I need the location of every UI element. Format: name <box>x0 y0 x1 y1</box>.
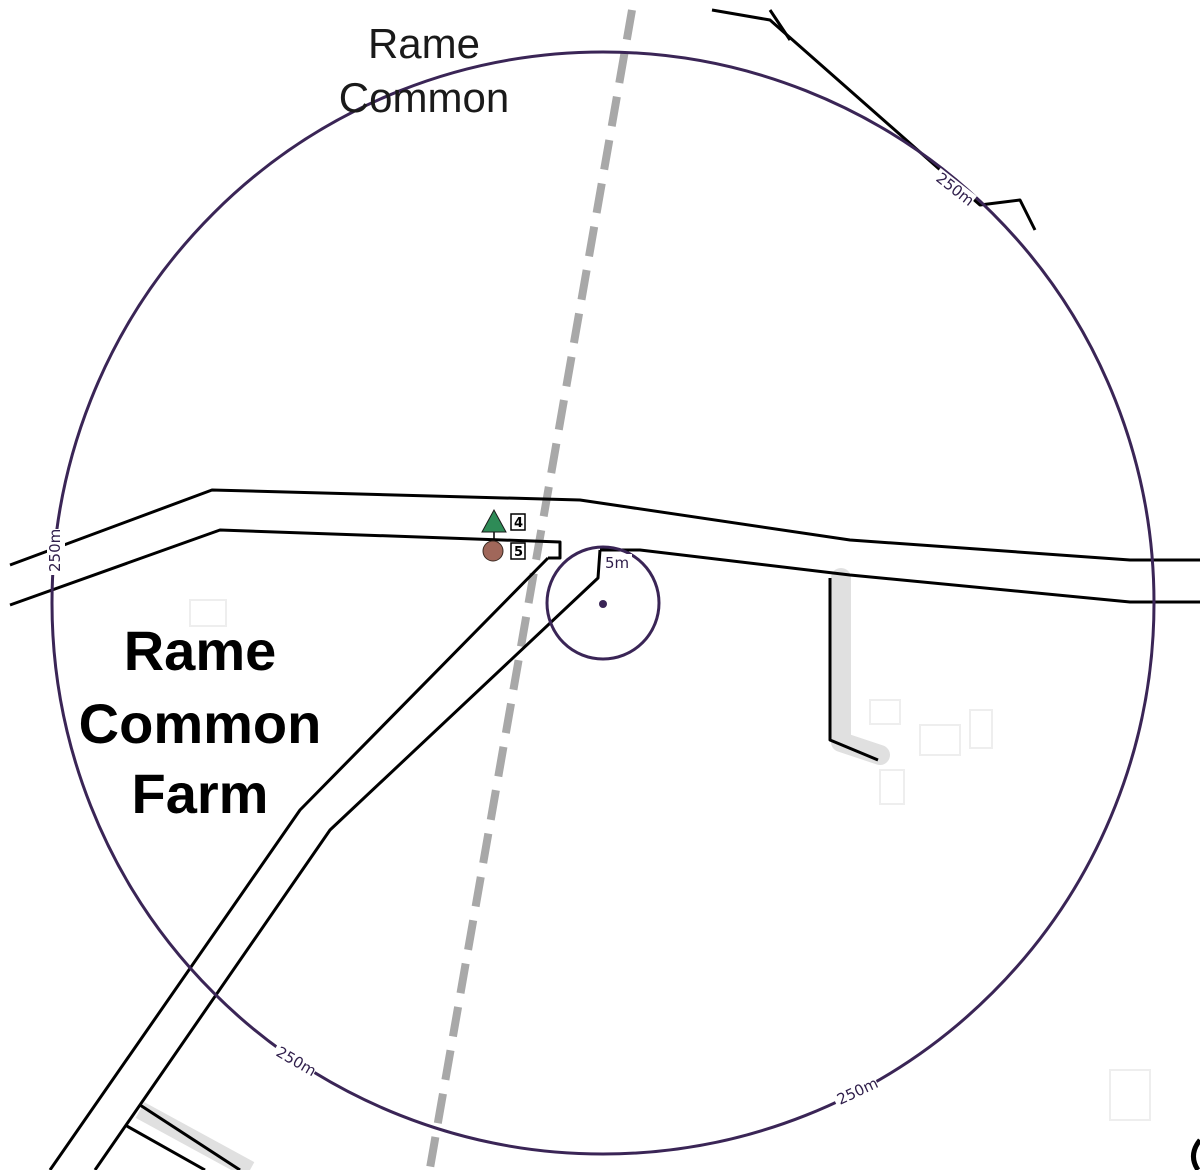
farm-name-line2: Common <box>79 692 322 755</box>
building-outline <box>919 724 961 756</box>
ring-label-inner: 5m <box>605 554 629 572</box>
building-outline <box>969 709 993 749</box>
farm-name-line3: Farm <box>132 762 269 825</box>
road-branch-east-edge <box>93 549 602 1170</box>
building-outline <box>1109 1069 1151 1121</box>
building-outline <box>879 769 905 805</box>
background-buildings <box>189 599 1151 1121</box>
road-north-track <box>711 8 1037 231</box>
buffer-ring-5m <box>545 545 661 661</box>
label-backing <box>47 529 65 575</box>
label-backing <box>831 1075 882 1111</box>
farm-name-line1: Rame <box>124 619 277 682</box>
marker-label-5: 5 <box>514 545 523 560</box>
ring-label-sw: 250m <box>273 1043 319 1080</box>
place-label-farm: Rame Common Farm <box>79 619 322 825</box>
site-centre-dot <box>599 600 607 608</box>
track-spur <box>831 568 890 765</box>
marker-label-4: 4 <box>514 516 523 531</box>
roads <box>9 8 1200 1170</box>
label-backing <box>269 1042 319 1081</box>
track-spur-edge <box>828 578 879 762</box>
ring-label-se: 250m <box>834 1074 881 1109</box>
road-north-track-2 <box>768 9 792 41</box>
marker-label-box <box>510 513 526 531</box>
building-outline <box>869 699 901 725</box>
edge-fragment <box>1191 1138 1200 1170</box>
label-backing <box>602 554 632 572</box>
place-label-village: Rame Common <box>339 20 509 121</box>
road-bottom-edge <box>139 1103 241 1170</box>
site-markers[interactable]: 4 5 <box>481 508 526 562</box>
village-name-line2: Common <box>339 74 509 121</box>
label-backing <box>929 167 977 211</box>
road-branch-west-edge <box>48 556 550 1170</box>
road-bottom-edge-2 <box>124 1123 206 1170</box>
village-name-line1: Rame <box>368 20 480 67</box>
road-upper-edge <box>9 488 1200 567</box>
buffer-ring-250m <box>50 50 1156 1156</box>
building-outline <box>189 599 227 627</box>
marker-label-box <box>510 542 526 560</box>
boundary-dashed-line <box>426 9 636 1169</box>
circle-marker-icon[interactable] <box>482 540 504 562</box>
ring-label-w: 250m <box>46 529 64 572</box>
road-lower-edge-west <box>9 528 562 607</box>
tree-triangle-icon[interactable] <box>481 508 507 533</box>
